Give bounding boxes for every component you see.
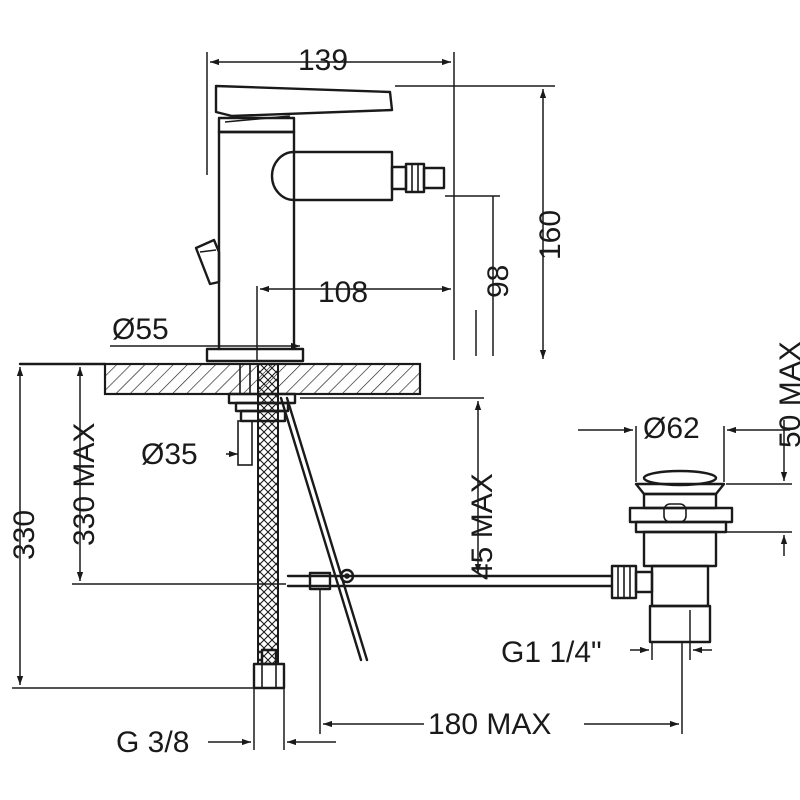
dim-330: 330	[8, 367, 256, 689]
dim-139: 139	[206, 44, 455, 360]
flexible-hose	[257, 363, 279, 665]
dim-dia-35: Ø35	[141, 438, 238, 471]
dim-50-max: 50 MAX	[716, 341, 800, 556]
dim-g1-1-4: G1 1/4"	[501, 610, 712, 669]
linkage-rod	[286, 568, 614, 591]
dim-180-max-label-bg	[424, 700, 584, 740]
dim-45-max-label: 45 MAX	[466, 473, 499, 580]
dim-180-max: 180 MAX	[319, 588, 683, 741]
mixer-body	[194, 84, 446, 363]
dim-160: 160	[395, 85, 567, 359]
dim-139-label: 139	[298, 44, 348, 77]
pop-up-waste	[610, 469, 734, 644]
dim-dia-55: Ø55	[110, 313, 300, 350]
dim-dia-62: Ø62	[578, 412, 790, 482]
dim-g-3-8: G 3/8	[116, 688, 336, 759]
dim-180-max-label: 180 MAX	[428, 708, 551, 741]
dim-108-label: 108	[318, 276, 368, 309]
dim-108: 108	[256, 276, 451, 360]
dim-dia-62-label: Ø62	[643, 412, 700, 445]
pop-up-rod	[279, 396, 369, 662]
dim-50-max-label: 50 MAX	[774, 341, 800, 448]
dim-330-max-label: 330 MAX	[68, 423, 101, 546]
dim-g-3-8-label: G 3/8	[116, 726, 189, 759]
dim-dia-35-label: Ø35	[141, 438, 198, 471]
dim-330-label: 330	[8, 510, 41, 560]
dim-45-max: 45 MAX	[300, 397, 499, 580]
dim-g1-1-4-label: G1 1/4"	[501, 636, 602, 669]
dim-98-label: 98	[482, 265, 515, 298]
dim-330-max: 330 MAX	[68, 367, 286, 585]
dim-98: 98	[445, 195, 515, 356]
dim-160-label: 160	[534, 210, 567, 260]
dim-dia-55-label: Ø55	[112, 313, 169, 346]
hose-nut	[252, 648, 286, 690]
